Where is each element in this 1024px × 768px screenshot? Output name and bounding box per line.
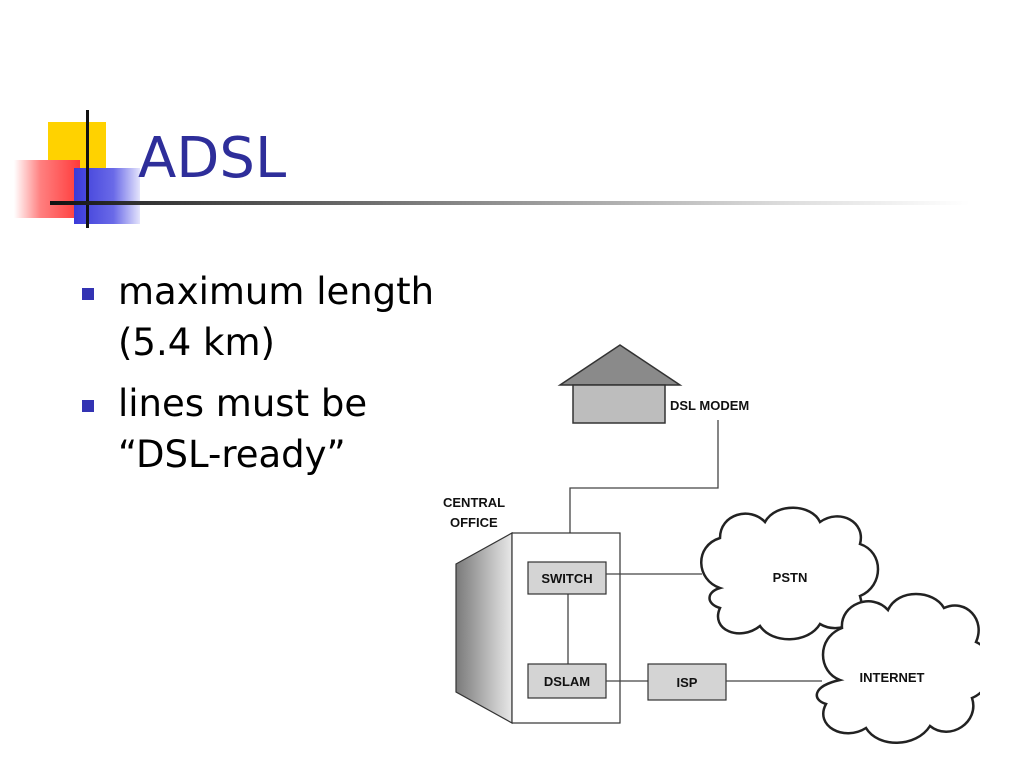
bullet-item: maximum length (5.4 km) bbox=[80, 266, 478, 368]
slide-title: ADSL bbox=[138, 126, 287, 191]
decor-blue-square bbox=[74, 168, 140, 224]
internet-label: INTERNET bbox=[860, 670, 925, 685]
house-icon bbox=[557, 344, 683, 424]
bullet-text: lines must be “DSL-ready” bbox=[118, 382, 368, 476]
internet-cloud-icon bbox=[815, 592, 980, 744]
decor-vertical-line bbox=[86, 110, 89, 228]
pstn-label: PSTN bbox=[773, 570, 808, 585]
dsl-modem-label: DSL MODEM bbox=[670, 398, 749, 413]
dslam-label: DSLAM bbox=[544, 674, 590, 689]
bullet-list: maximum length (5.4 km) lines must be “D… bbox=[80, 266, 478, 490]
bullet-text: maximum length (5.4 km) bbox=[118, 270, 435, 364]
bullet-item: lines must be “DSL-ready” bbox=[80, 378, 478, 480]
switch-label: SWITCH bbox=[541, 571, 592, 586]
isp-box bbox=[647, 663, 727, 701]
adsl-network-diagram: DSL MODEM CENTRAL OFFICE SWITCH DSLAM IS… bbox=[443, 344, 980, 744]
isp-label: ISP bbox=[677, 675, 698, 690]
square-bullet-icon bbox=[82, 288, 94, 300]
title-underline bbox=[50, 201, 970, 205]
square-bullet-icon bbox=[82, 400, 94, 412]
subscriber-line bbox=[569, 420, 719, 565]
dslam-box bbox=[527, 663, 607, 699]
switch-box bbox=[527, 561, 607, 595]
central-office-label-line1: CENTRAL bbox=[443, 495, 505, 510]
central-office-label-line2: OFFICE bbox=[450, 515, 498, 530]
decor-red-square bbox=[14, 160, 80, 218]
pstn-cloud-icon bbox=[700, 506, 880, 641]
